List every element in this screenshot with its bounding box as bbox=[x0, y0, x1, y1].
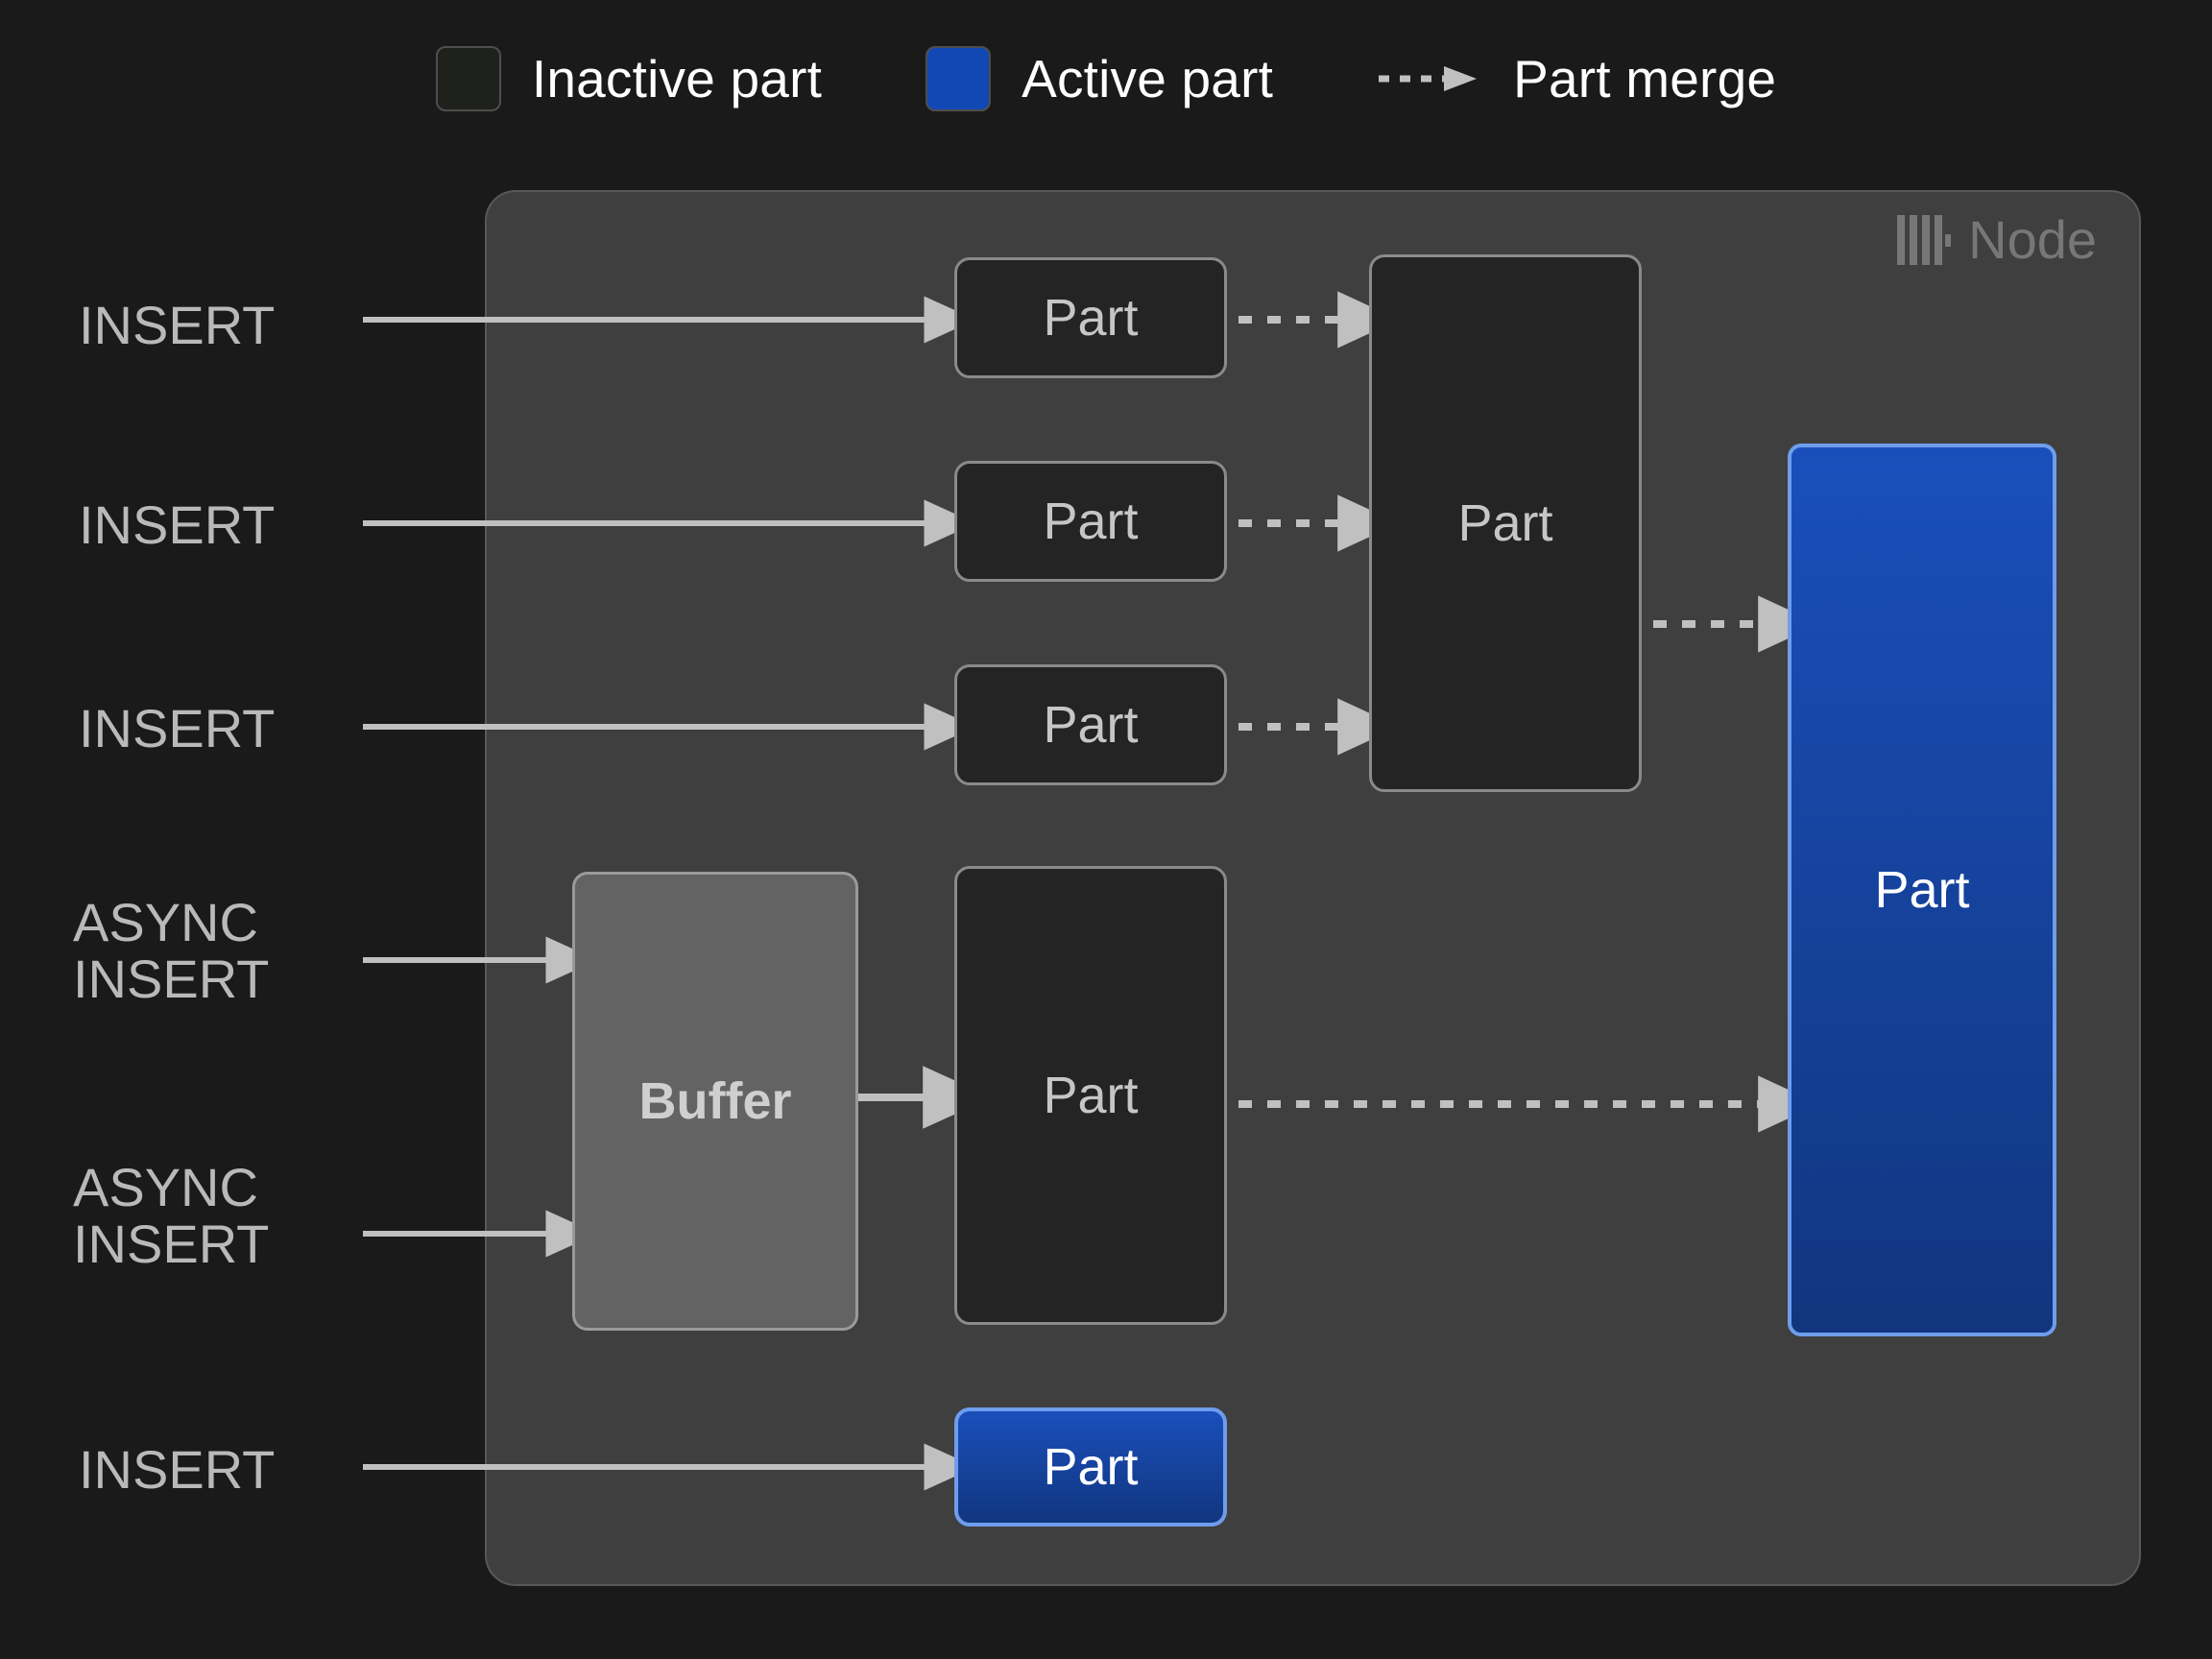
legend-label-inactive-part: Inactive part bbox=[531, 48, 823, 108]
inactive-part-swatch bbox=[435, 46, 501, 111]
source-label-insert-2: INSERT bbox=[79, 494, 276, 555]
legend-label-part-merge: Part merge bbox=[1513, 48, 1777, 108]
legend: Inactive part Active part Part merge bbox=[0, 36, 2212, 121]
node-badge: Node bbox=[1897, 213, 2097, 267]
source-label-insert-3: INSERT bbox=[79, 698, 276, 758]
source-label-insert-4: INSERT bbox=[79, 1439, 276, 1500]
part-box-3[interactable]: Part bbox=[954, 664, 1227, 785]
part-box-3-label: Part bbox=[1043, 696, 1139, 754]
bottom-active-part-box[interactable]: Part bbox=[954, 1407, 1227, 1527]
big-active-part-box[interactable]: Part bbox=[1788, 444, 2056, 1336]
source-label-insert-1: INSERT bbox=[79, 295, 276, 355]
merged-part-box[interactable]: Part bbox=[1369, 254, 1642, 792]
node-title-label: Node bbox=[1968, 209, 2097, 270]
part-box-1[interactable]: Part bbox=[954, 257, 1227, 378]
part-box-2-label: Part bbox=[1043, 493, 1139, 550]
part-merge-dashed-arrow-icon bbox=[1379, 66, 1478, 91]
merged-part-box-label: Part bbox=[1457, 494, 1553, 552]
clickhouse-logo-icon bbox=[1897, 215, 1952, 265]
buffer-part-box-label: Part bbox=[1043, 1067, 1139, 1124]
legend-label-active-part: Active part bbox=[1022, 48, 1274, 108]
part-box-2[interactable]: Part bbox=[954, 461, 1227, 582]
big-active-part-box-label: Part bbox=[1874, 861, 1970, 919]
source-label-async-insert-1: ASYNC INSERT bbox=[73, 892, 270, 1009]
active-part-swatch bbox=[926, 46, 992, 111]
legend-item-active-part: Active part bbox=[926, 46, 1273, 111]
buffer-box[interactable]: Buffer bbox=[572, 872, 858, 1331]
part-box-1-label: Part bbox=[1043, 289, 1139, 347]
legend-item-part-merge: Part merge bbox=[1377, 48, 1777, 108]
legend-item-inactive-part: Inactive part bbox=[435, 46, 823, 111]
buffer-part-box[interactable]: Part bbox=[954, 866, 1227, 1325]
source-label-async-insert-2: ASYNC INSERT bbox=[73, 1157, 270, 1274]
bottom-active-part-box-label: Part bbox=[1043, 1438, 1139, 1496]
buffer-box-label: Buffer bbox=[638, 1072, 792, 1130]
